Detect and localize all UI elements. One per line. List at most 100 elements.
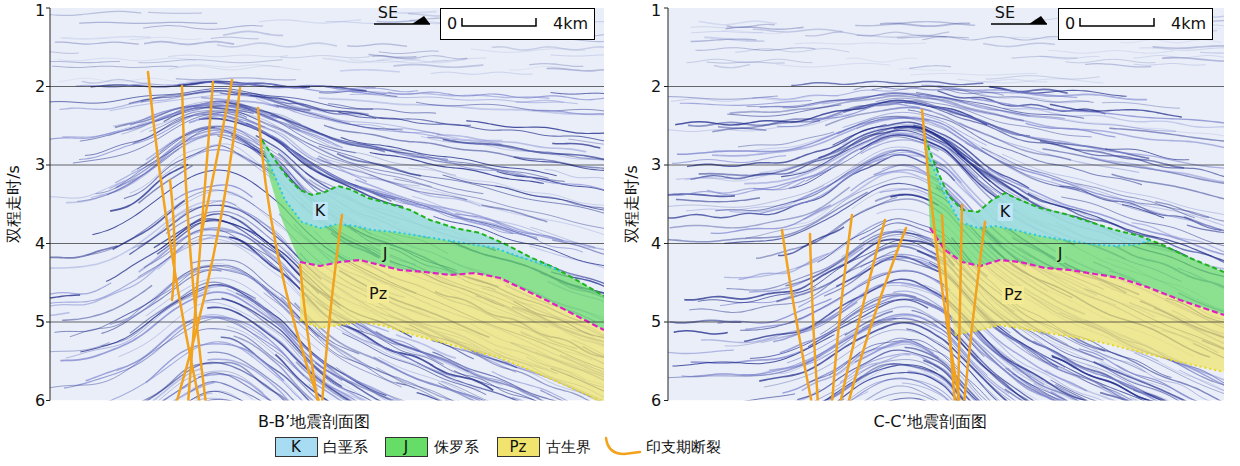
reflector-trace [1133,55,1224,58]
legend-text: 印支期断裂 [646,440,721,455]
reflector-trace [271,115,565,181]
reflector-trace [714,65,750,68]
reflector-trace [115,266,415,389]
reflector-trace [674,331,728,334]
reflector-trace [345,375,471,401]
scale-box: 04km [440,8,595,40]
cretaceous-fill [262,140,560,271]
reflector-trace [176,78,296,80]
reflector-trace [752,89,908,100]
reflector-trace [1102,102,1180,108]
reflector-trace [701,398,989,400]
reflector-trace [280,56,370,58]
seismic-reflectors [668,15,1224,400]
reflector-trace [686,59,812,63]
reflector-trace [690,27,732,28]
reflector-trace [909,66,951,69]
reflector-trace [715,150,937,211]
formation-label: J [1056,245,1065,263]
reflector-trace [1012,368,1108,400]
reflector-trace [471,49,585,53]
reflector-trace [829,338,1159,400]
reflector-trace [924,370,1224,400]
tick-label: 5 [651,314,661,330]
reflector-trace [52,66,178,67]
cretaceous-base-horizon [268,160,560,271]
reflector-trace [777,114,843,127]
reflector-trace [680,101,812,106]
reflector-trace [552,143,600,148]
time-gridlines [50,87,604,323]
seismic-reflectors [50,11,604,400]
reflector-trace [393,65,483,68]
reflector-trace [735,394,795,401]
reflector-trace [372,56,468,59]
reflector-trace [1112,174,1224,226]
reflector-trace [50,11,141,15]
jurassic-base-horizon [300,260,604,330]
reflector-trace [898,69,946,71]
reflector-trace [712,118,976,156]
reflector-trace [668,180,805,195]
reflector-trace [1100,393,1136,401]
reflector-trace [1012,56,1078,58]
section-caption: B-B’地震剖面图 [258,414,370,430]
reflector-trace [672,335,834,367]
reflector-trace [986,76,1100,79]
reflector-trace [884,107,932,111]
formation-label: K [313,202,328,220]
reflector-trace [377,60,449,63]
reflector-trace [50,61,120,62]
reflector-trace [130,37,202,39]
reflector-trace [231,84,387,94]
reflector-trace [822,94,1176,131]
reflector-trace [66,363,378,401]
reflector-trace [217,43,337,47]
reflector-trace [50,52,79,54]
tick-label: 2 [651,79,661,95]
reflector-trace [50,104,282,140]
reflector-trace [897,102,1224,169]
reflector-trace [55,42,139,44]
reflector-trace [1090,157,1224,192]
section-caption: C-C’地震剖面图 [873,414,986,430]
reflector-trace [843,112,987,145]
formation-label: J [381,245,390,263]
reflector-trace [138,60,282,63]
reflector-trace [676,178,742,179]
reflector-trace [676,198,760,202]
reflector-trace [1200,51,1224,53]
reflector-trace [445,400,547,401]
reflector-trace [211,37,259,39]
cretaceous-top-horizon [925,138,1224,272]
reflector-trace [825,107,1071,159]
tick-label: 4 [651,236,661,252]
reflector-trace [143,26,263,30]
reflector-trace [529,64,583,67]
reflector-trace [805,32,949,36]
reflector-trace [370,153,544,184]
paleozoic-fill [300,260,604,401]
reflector-trace [50,313,70,317]
legend-letter: Pz [510,440,527,455]
reflector-trace [880,23,970,26]
reflector-trace [855,22,975,26]
reflector-trace [685,128,937,181]
tick-label: 5 [35,314,45,330]
reflector-trace [704,37,764,41]
reflector-trace [340,70,400,72]
cretaceous-base-horizon [930,160,1150,246]
reflector-trace [1133,64,1205,66]
reflector-trace [810,147,930,191]
formation-label: Pz [367,285,389,303]
reflector-trace [684,239,954,300]
reflector-trace [983,43,1055,46]
reflector-trace [148,12,202,13]
reflector-trace [696,48,816,51]
formation-label: K [998,203,1013,221]
reflector-trace [220,93,376,119]
reflector-trace [922,37,1060,40]
reflector-trace [670,187,850,228]
reflector-trace [144,42,234,45]
reflector-trace [807,364,1131,400]
